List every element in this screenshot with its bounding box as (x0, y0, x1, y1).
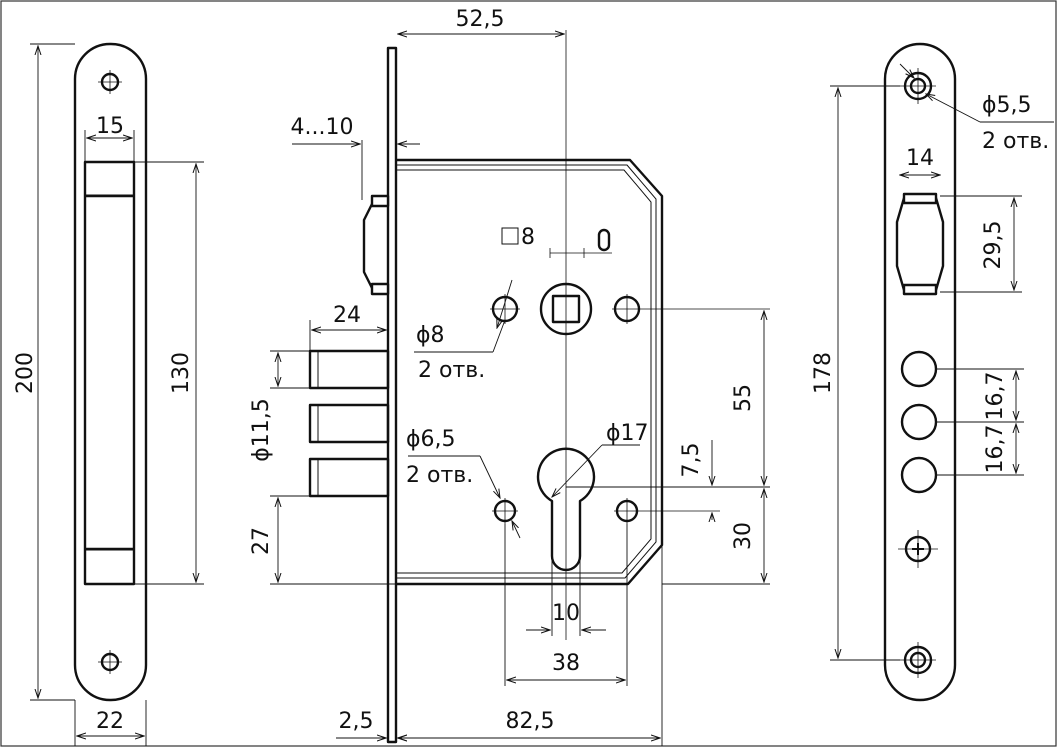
dim-center-distance: 55 (731, 384, 756, 412)
faceplate-top-hole (98, 70, 122, 94)
dim-bolt-diameter: ϕ11,5 (249, 398, 274, 462)
square-symbol (501, 227, 519, 245)
dim-plate-thickness: 2,5 (339, 709, 374, 734)
dim-body-width: 82,5 (506, 709, 555, 734)
cylinder-dia-label: ϕ17 (606, 421, 649, 446)
spindle-hub (539, 282, 593, 336)
screw-hole-right (614, 498, 720, 524)
dim-cylinder-to-bottom: 30 (731, 522, 756, 550)
faceplate-view: 200 15 130 22 (13, 42, 204, 746)
dim-bolt-width: 15 (96, 114, 124, 139)
screw-hole-dia-label: ϕ6,5 (406, 427, 456, 452)
dim-cylinder-width: 10 (552, 601, 580, 626)
lock-case-inner-1 (396, 164, 657, 579)
front-plate (386, 46, 398, 744)
bolt-slot (83, 160, 136, 586)
latch-bolt (362, 198, 388, 294)
dim-bolt-projection: 24 (333, 303, 361, 328)
lock-case-outer (396, 158, 664, 586)
strike-bolt-hole-2 (900, 403, 938, 441)
strike-plate-outline (883, 42, 957, 702)
dim-strike-height: 178 (811, 352, 836, 394)
dim-strike-pitch-2: 16,7 (983, 425, 1008, 474)
dim-hole-spacing: 38 (552, 651, 580, 676)
spindle-square-label: 8 (521, 225, 535, 250)
dim-bolt-travel: 130 (169, 352, 194, 394)
dead-bolt-1 (308, 349, 390, 390)
mount-hole-dia-label: ϕ8 (416, 323, 445, 348)
dim-strike-pitch-1: 16,7 (983, 372, 1008, 421)
dim-bolt-to-bottom: 27 (249, 527, 274, 555)
dim-total-height: 200 (13, 352, 38, 394)
screw-hole-count-label: 2 отв. (406, 463, 473, 488)
cylinder-cutout (536, 447, 596, 572)
dim-faceplate-width: 22 (96, 709, 124, 734)
strike-top-hole (900, 68, 936, 104)
faceplate-bottom-hole (98, 650, 122, 674)
dim-plate-range: 4...10 (291, 115, 354, 140)
strike-bolt-hole-3 (900, 456, 938, 494)
strike-hole-dia-label: ϕ5,5 (982, 93, 1032, 118)
mount-hole-count-label: 2 отв. (418, 358, 485, 383)
dim-backset: 52,5 (456, 7, 505, 32)
screw-hole-left (492, 498, 518, 524)
strike-plate-view: ϕ5,5 2 отв. 14 29,5 16,7 16,7 178 (811, 42, 1054, 702)
dead-bolt-2 (308, 403, 390, 444)
strike-screw-hole (898, 530, 938, 568)
indicator-slot (597, 228, 611, 252)
mount-hole-right (612, 294, 770, 324)
lock-body-view: 8 52,5 4...10 24 ϕ11,5 (249, 7, 770, 746)
dead-bolt-3 (308, 457, 390, 498)
strike-hole-count-label: 2 отв. (982, 129, 1049, 154)
strike-bottom-hole (900, 642, 936, 678)
strike-bolt-hole-1 (900, 350, 938, 388)
dim-cylinder-offset: 7,5 (679, 443, 704, 478)
mount-hole-left (490, 294, 520, 324)
dim-strike-latch-width: 14 (906, 146, 934, 171)
strike-latch-slot (895, 196, 945, 292)
dim-strike-latch-height: 29,5 (981, 221, 1006, 270)
faceplate-outline (73, 42, 148, 702)
lock-case-inner-2 (396, 169, 652, 574)
